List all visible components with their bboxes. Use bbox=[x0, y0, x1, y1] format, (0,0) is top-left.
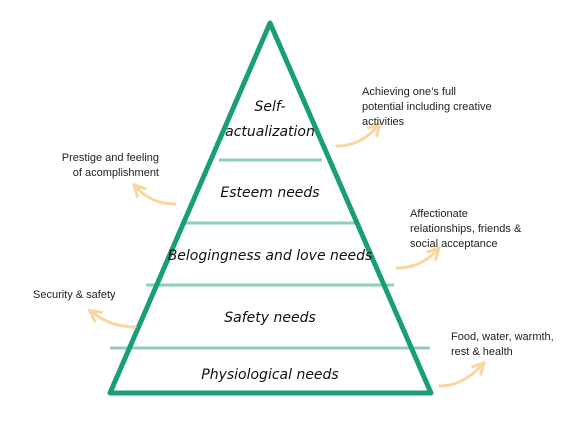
arrow-belongingness bbox=[395, 251, 436, 270]
annotation-self-actualization-line3: activities bbox=[362, 116, 405, 128]
level-label-esteem: Esteem needs bbox=[220, 185, 319, 201]
annotation-esteem-line2: of acomplishment bbox=[72, 167, 159, 179]
level-label-self-actualization-line2: actualization bbox=[225, 124, 315, 140]
annotation-safety-line1: Security & safety bbox=[33, 289, 116, 301]
annotation-safety: Security & safety bbox=[33, 288, 153, 303]
annotation-self-actualization: Achieving one’s full potential including… bbox=[362, 85, 537, 130]
annotation-belongingness-line3: social acceptance bbox=[410, 238, 498, 250]
annotation-esteem: Prestige and feeling of acomplishment bbox=[28, 151, 159, 181]
arrow-physiological bbox=[438, 366, 481, 388]
annotation-esteem-line1: Prestige and feeling bbox=[61, 152, 159, 164]
annotation-physiological: Food, water, warmth, rest & health bbox=[451, 330, 566, 360]
arrow-safety bbox=[93, 313, 137, 329]
annotation-physiological-line2: rest & health bbox=[451, 346, 513, 358]
arrow-self-actualization bbox=[335, 127, 377, 148]
annotation-physiological-line1: Food, water, warmth, bbox=[451, 331, 554, 343]
annotation-belongingness-line1: Affectionate bbox=[410, 208, 468, 220]
level-label-belongingness: Belogingness and love needs bbox=[168, 248, 373, 264]
arrow-esteem bbox=[137, 188, 177, 206]
level-label-self-actualization-line1: Self- bbox=[254, 99, 285, 115]
level-label-physiological: Physiological needs bbox=[201, 367, 338, 383]
annotation-self-actualization-line2: potential including creative bbox=[362, 101, 492, 113]
pyramid-outline bbox=[107, 20, 434, 396]
annotation-self-actualization-line1: Achieving one’s full bbox=[362, 86, 456, 98]
annotation-belongingness: Affectionate relationships, friends & so… bbox=[410, 207, 560, 252]
level-label-safety: Safety needs bbox=[224, 310, 316, 326]
annotation-belongingness-line2: relationships, friends & bbox=[410, 223, 522, 235]
